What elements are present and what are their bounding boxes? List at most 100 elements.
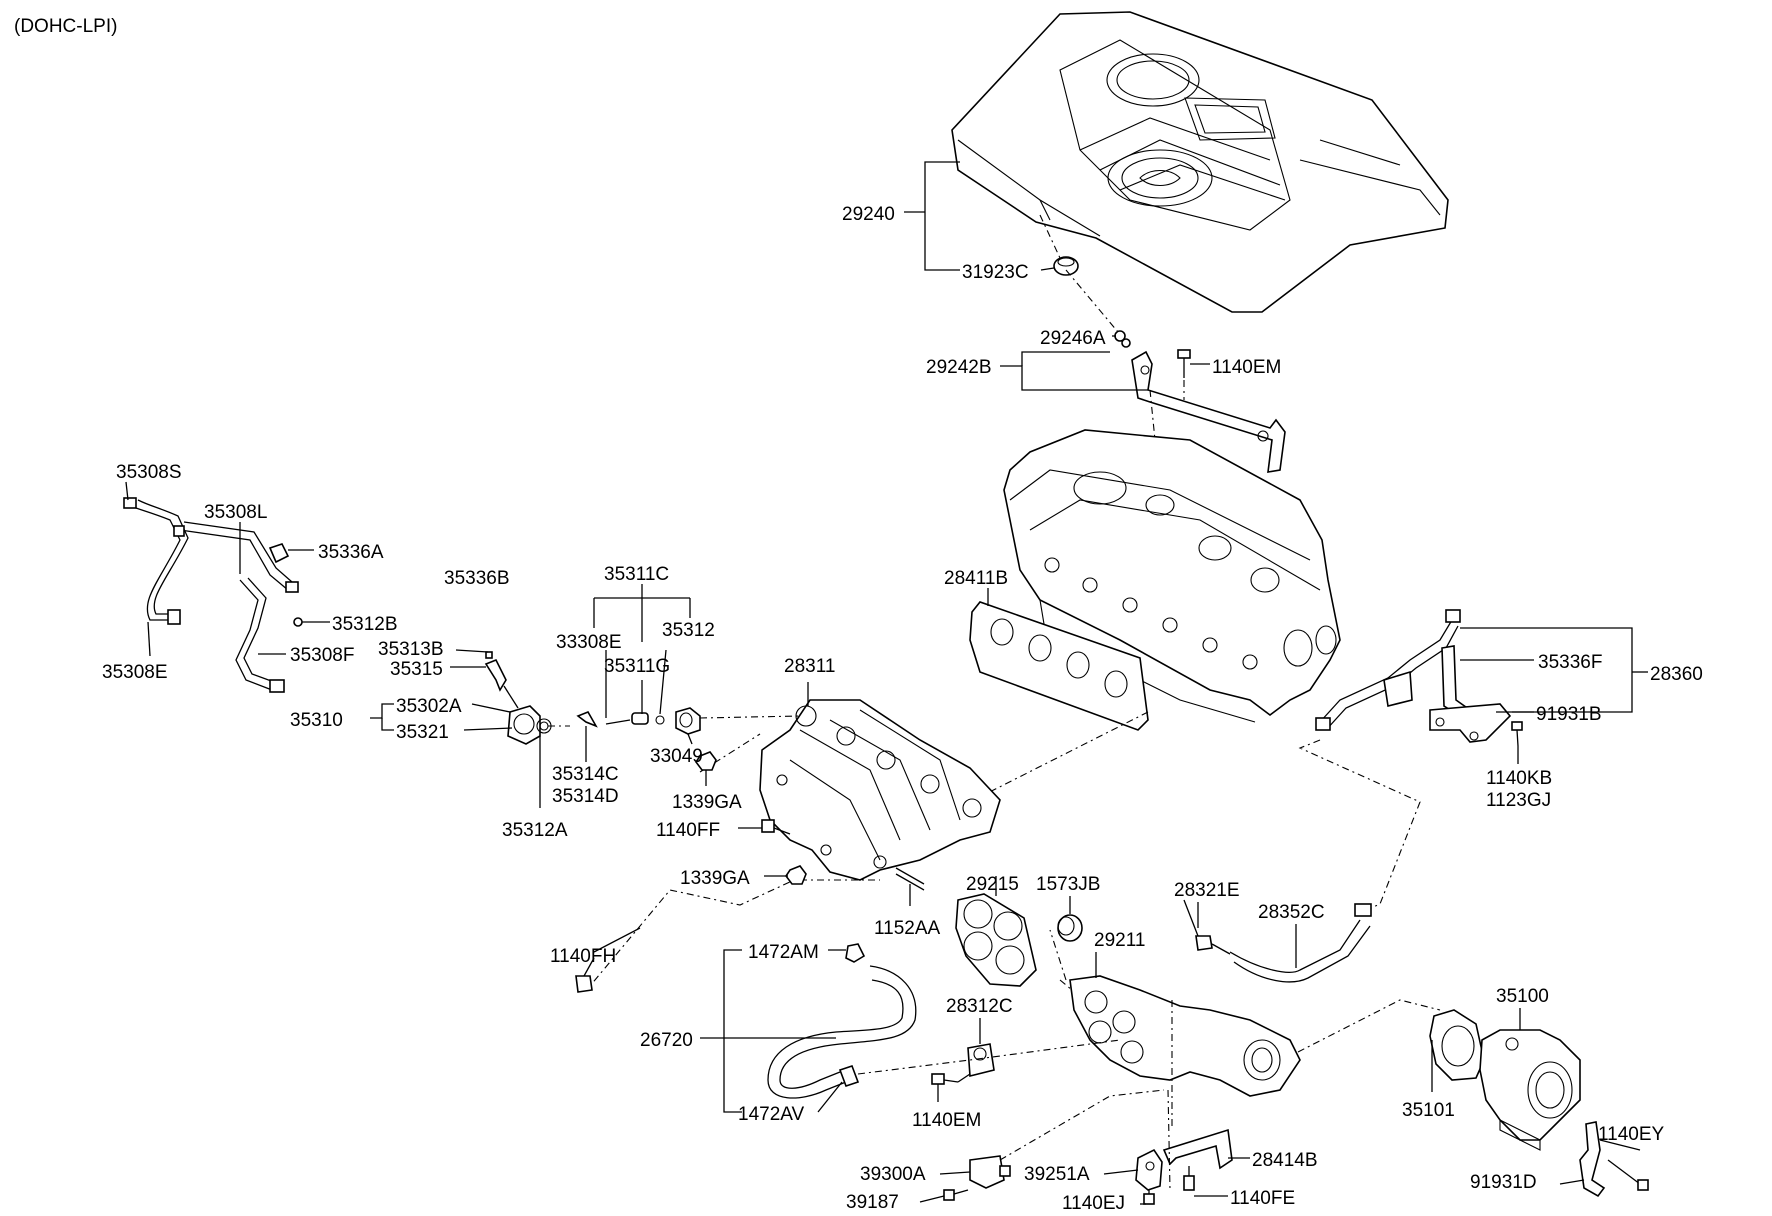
- label-1140FF: 1140FF: [656, 820, 720, 841]
- intake-plenum-29211: [1069, 975, 1301, 1097]
- label-91931B: 91931B: [1536, 704, 1602, 725]
- bolt-1140EJ: [1143, 1190, 1155, 1205]
- label-35312: 35312: [662, 620, 715, 641]
- label-35308S: 35308S: [116, 462, 182, 483]
- purge-valve-35310: [484, 651, 552, 745]
- pcv-hose-28360: [1315, 609, 1461, 731]
- label-35313B: 35313B: [378, 639, 444, 660]
- hose-28352C: [1229, 903, 1372, 983]
- bolt-1140FE: [1183, 1166, 1195, 1191]
- label-29246A: 29246A: [1040, 328, 1106, 349]
- label-28311: 28311: [784, 656, 835, 677]
- engine-variant-label: (DOHC-LPI): [14, 16, 118, 37]
- label-35336F: 35336F: [1538, 652, 1602, 673]
- bolt-1140FF: [761, 819, 791, 835]
- label-33308E: 33308E: [556, 632, 622, 653]
- label-39251A: 39251A: [1024, 1164, 1090, 1185]
- label-35315: 35315: [390, 659, 443, 680]
- label-35321: 35321: [396, 722, 449, 743]
- label-35101: 35101: [1402, 1100, 1455, 1121]
- label-31923C: 31923C: [962, 262, 1029, 283]
- label-91931D: 91931D: [1470, 1172, 1537, 1193]
- label-35312A: 35312A: [502, 820, 568, 841]
- label-28414B: 28414B: [1252, 1150, 1318, 1171]
- bracket-91931D: [1579, 1121, 1606, 1198]
- leader-valve-to-manifold: [699, 715, 801, 719]
- label-35302A: 35302A: [396, 696, 462, 717]
- bolt-1140KB: [1511, 721, 1523, 747]
- label-28352C: 28352C: [1258, 902, 1325, 923]
- label-35314D: 35314D: [552, 786, 619, 807]
- pin-35311G: [605, 712, 665, 725]
- label-29240: 29240: [842, 204, 895, 225]
- bolt-1140EY: [1607, 1159, 1649, 1191]
- leader-grommet-to-stud: [1065, 269, 1119, 333]
- nut-1339GA-lower: [785, 865, 807, 885]
- leader-bracket-28414B: [1167, 1089, 1171, 1191]
- leader-hose-to-28352C: [1298, 739, 1421, 913]
- bolt-39187: [943, 1189, 969, 1201]
- label-35312B: 35312B: [332, 614, 398, 635]
- cylinder-head: [1003, 429, 1341, 723]
- grommet-31923C: [1053, 256, 1079, 276]
- label-28360: 28360: [1650, 664, 1703, 685]
- label-1140EM-top: 1140EM: [1212, 357, 1281, 378]
- seal-1573JB: [1057, 914, 1083, 942]
- bracket-35336F: [1441, 645, 1472, 717]
- leader-sensor-39300A: [999, 1089, 1165, 1161]
- label-35314C: 35314C: [552, 764, 619, 785]
- label-28321E: 28321E: [1174, 880, 1240, 901]
- pcv-hose-35308L: [173, 521, 299, 593]
- bracket-29242B: [1131, 350, 1286, 473]
- label-1140FH: 1140FH: [550, 946, 616, 967]
- clip-35314C: [576, 710, 598, 728]
- label-39187: 39187: [846, 1192, 899, 1211]
- label-35308E: 35308E: [102, 662, 168, 683]
- label-1123GJ: 1123GJ: [1486, 790, 1551, 811]
- label-26720: 26720: [640, 1030, 693, 1051]
- gasket-29215: [955, 893, 1037, 987]
- bracket-91931B: [1429, 703, 1512, 743]
- label-35308F: 35308F: [290, 645, 354, 666]
- sensor-28312C: [957, 1043, 995, 1083]
- label-28312C: 28312C: [946, 996, 1013, 1017]
- label-35308L: 35308L: [204, 502, 267, 523]
- label-35311G: 35311G: [604, 656, 670, 677]
- label-1140KB: 1140KB: [1486, 768, 1552, 789]
- leader-gasket-to-manifold: [949, 711, 1149, 813]
- bolt-1140EM-top: [1177, 349, 1191, 378]
- callout-lines: [125, 161, 1648, 1205]
- engine-cover: [951, 11, 1449, 313]
- sensor-39300A: [969, 1155, 1011, 1189]
- leader-seal-to-plenum: [1059, 979, 1073, 991]
- leader-plenum-to-throttle: [1297, 999, 1441, 1053]
- label-35336A: 35336A: [318, 542, 384, 563]
- label-1339GA-lower: 1339GA: [680, 868, 750, 889]
- label-1140EM-lower: 1140EM: [912, 1110, 981, 1131]
- bolt-1140FH: [575, 957, 595, 993]
- label-1140EY: 1140EY: [1598, 1124, 1665, 1145]
- intake-manifold: [759, 699, 1001, 881]
- stud-29246A: [1114, 330, 1131, 348]
- label-29211: 29211: [1094, 930, 1145, 951]
- label-1472AV: 1472AV: [738, 1104, 805, 1125]
- label-1140EJ: 1140EJ: [1062, 1193, 1125, 1211]
- stud-1152AA: [895, 867, 925, 891]
- throttle-body-35100: [1479, 1029, 1581, 1151]
- label-29242B: 29242B: [926, 357, 992, 378]
- leader-bolt-1140FH: [589, 874, 806, 987]
- fitting-28321E: [1183, 899, 1231, 955]
- gasket-35101: [1429, 1009, 1485, 1081]
- label-39300A: 39300A: [860, 1164, 926, 1185]
- pcv-hose-35308F: [235, 577, 285, 693]
- label-35100: 35100: [1496, 986, 1549, 1007]
- label-35336B: 35336B: [444, 568, 510, 589]
- bolt-1140EM-lower: [931, 1073, 959, 1085]
- nut-1339GA-upper: [695, 751, 717, 771]
- label-1152AA: 1152AA: [874, 918, 941, 939]
- label-29215: 29215: [966, 874, 1019, 895]
- label-35311C: 35311C: [604, 564, 669, 585]
- clip-35336A: [268, 543, 290, 564]
- label-1573JB: 1573JB: [1036, 874, 1100, 895]
